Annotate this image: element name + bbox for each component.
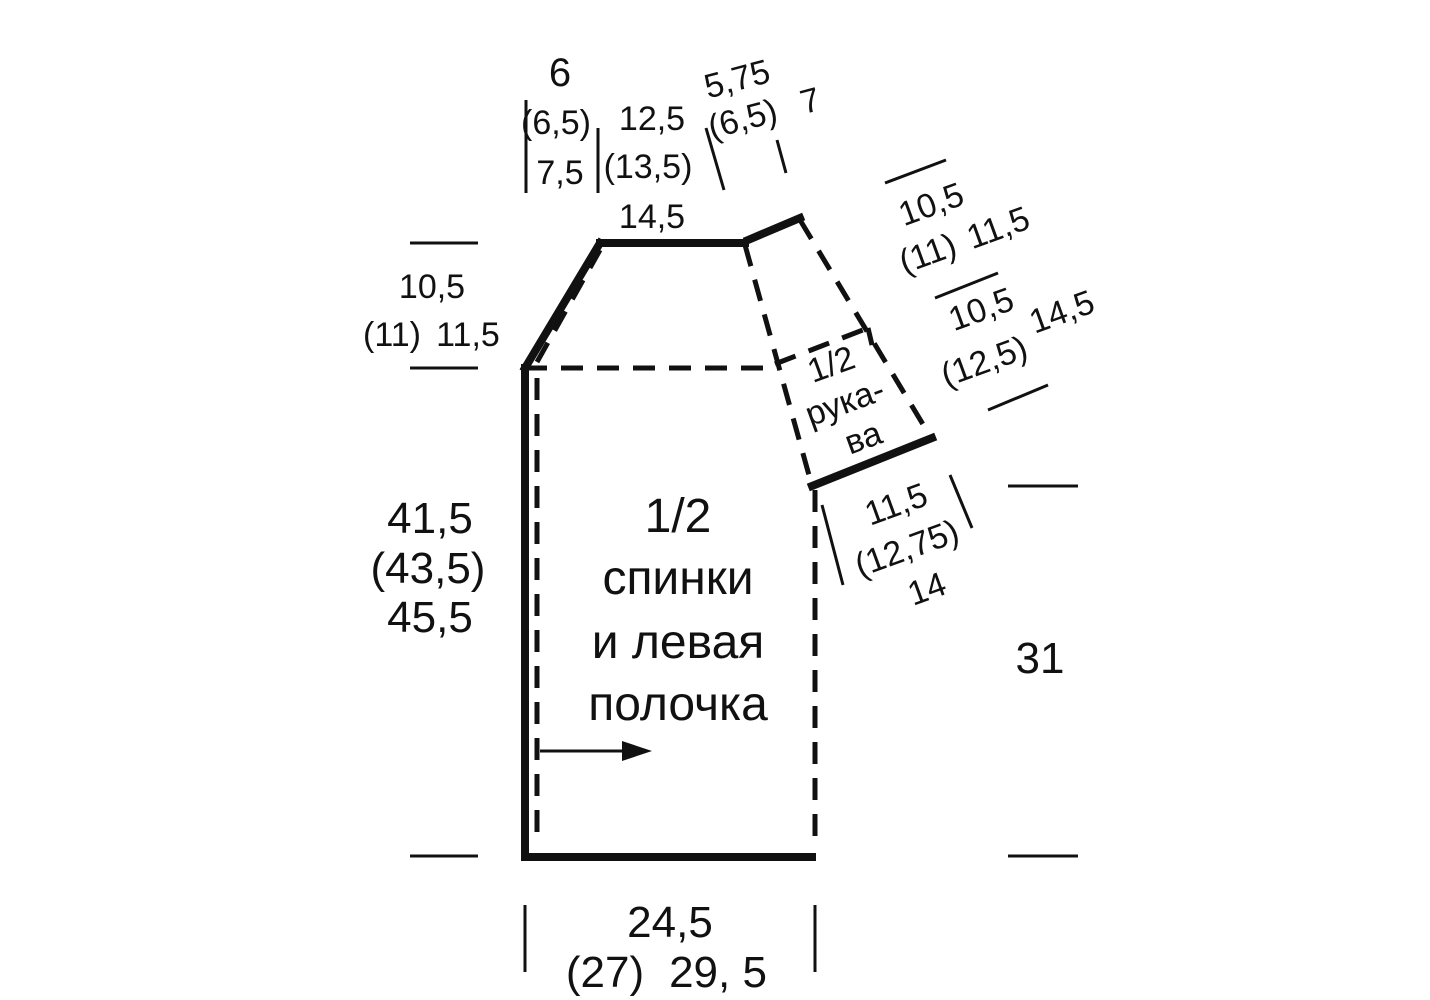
label-length-a: 41,5: [387, 494, 473, 543]
label-neck-top: 12,5: [619, 100, 685, 138]
sleeve-inner-edge: [742, 244, 815, 487]
marker-neck-right: [704, 127, 726, 191]
dimension-markers: [410, 100, 1078, 972]
marker-capa-top: [884, 158, 947, 185]
marker-slope-right: [775, 139, 788, 174]
label-armhole-b: (11): [363, 316, 421, 354]
body-title-1: 1/2: [645, 490, 712, 543]
body-title-3: и левая: [592, 616, 765, 669]
label-armhole-a: 10,5: [399, 268, 465, 306]
label-shoulder-bot: 7,5: [536, 154, 583, 192]
sleeve-cap-line: [774, 325, 869, 367]
arrow-head: [622, 741, 652, 761]
shoulder-top: [742, 212, 806, 246]
sleeve-cuff: [806, 432, 938, 492]
label-width-c: 29, 5: [669, 948, 767, 997]
direction-arrow: [540, 741, 652, 761]
label-sleevecap-c: 11,5: [962, 199, 1035, 256]
label-width-a: 24,5: [627, 898, 713, 947]
label-sleeve-length: 31: [1016, 634, 1065, 683]
sleeve-cap-side: [865, 327, 875, 346]
label-neck-bot: 14,5: [619, 198, 685, 236]
label-cuff-c: 14: [903, 565, 952, 614]
label-length-b: (43,5): [371, 544, 486, 593]
body-title-4: полочка: [588, 678, 768, 731]
body-outline: [519, 212, 938, 861]
label-sleevecap-a: 10,5: [894, 175, 969, 233]
marker-cuff-right: [948, 474, 974, 529]
neckline-slope: [519, 237, 606, 374]
label-armhole-c: 11,5: [436, 316, 500, 354]
sleeve-outer-edge: [797, 218, 933, 438]
fold-lines: [525, 218, 933, 850]
label-shoulder-mid: (6,5): [521, 104, 591, 142]
body-title-2: спинки: [602, 552, 753, 605]
label-shoulder-top: 6: [549, 51, 571, 95]
marker-cuff-left: [820, 504, 845, 586]
label-cuff-b: (12,75): [850, 512, 964, 585]
fold-neck-inner: [534, 248, 603, 364]
marker-capa-bottom: [934, 271, 999, 300]
label-sleevewidth-b: (12,5): [936, 329, 1032, 395]
label-length-c: 45,5: [387, 593, 473, 642]
label-width-b: (27): [566, 948, 644, 997]
label-sleevecap-b: (11): [894, 226, 961, 282]
label-sleevewidth-c: 14,5: [1024, 283, 1099, 341]
label-slope-c: 7: [796, 80, 824, 122]
marker-width-sleeve-bottom: [987, 383, 1049, 412]
label-neck-mid: (13,5): [604, 148, 693, 186]
